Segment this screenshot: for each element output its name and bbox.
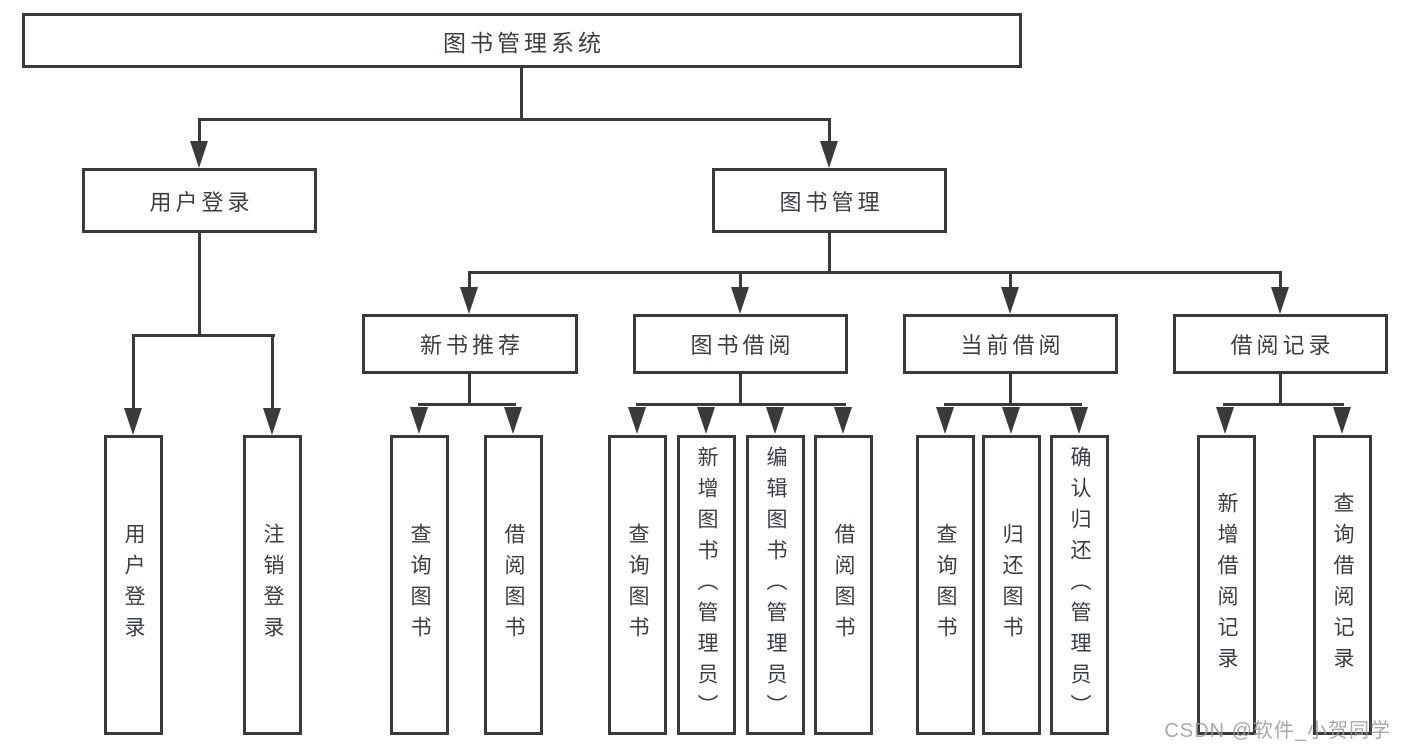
connector-line [1279, 374, 1282, 406]
node-query-books-recommend: 查询图书 [390, 435, 449, 735]
connector-line [198, 233, 201, 337]
node-add-book-admin: 新增图书（管理员） [677, 435, 736, 735]
arrow-down-icon [124, 408, 142, 435]
connector-line [271, 336, 274, 410]
connector-line [1009, 374, 1012, 406]
node-book-management: 图书管理 [712, 168, 947, 233]
connector-line [1223, 403, 1344, 406]
arrow-down-icon [1070, 407, 1088, 434]
node-edit-book-admin: 编辑图书（管理员） [746, 435, 805, 735]
arrow-down-icon [731, 287, 749, 314]
node-query-borrow-record: 查询借阅记录 [1313, 435, 1372, 735]
node-borrow-books-recommend: 借阅图书 [484, 435, 543, 735]
arrow-down-icon [460, 287, 478, 314]
connector-line [739, 374, 742, 406]
node-book-borrowing: 图书借阅 [633, 314, 848, 374]
connector-line [1009, 273, 1012, 290]
node-add-borrow-record: 新增借阅记录 [1197, 435, 1256, 735]
connector-line [828, 120, 831, 145]
connector-line [198, 120, 201, 145]
arrow-down-icon [1001, 287, 1019, 314]
arrow-down-icon [936, 407, 954, 434]
node-confirm-return-admin: 确认归还（管理员） [1050, 435, 1109, 735]
node-query-books-current: 查询图书 [916, 435, 975, 735]
node-new-book-recommendation: 新书推荐 [362, 314, 578, 374]
connector-line [132, 336, 135, 410]
connector-line [739, 273, 742, 290]
arrow-down-icon [766, 407, 784, 434]
arrow-down-icon [1216, 407, 1234, 434]
connector-line [1279, 273, 1282, 290]
node-user-login: 用户登录 [82, 168, 317, 233]
node-query-books-borrow: 查询图书 [608, 435, 667, 735]
arrow-down-icon [1333, 407, 1351, 434]
arrow-down-icon [628, 407, 646, 434]
arrow-down-icon [834, 407, 852, 434]
csdn-watermark: CSDN @软件_小贺同学 [1164, 720, 1391, 742]
node-library-management-system: 图书管理系统 [22, 13, 1022, 68]
connector-line [418, 403, 516, 406]
node-borrow-books: 借阅图书 [814, 435, 873, 735]
arrow-down-icon [697, 407, 715, 434]
node-return-book: 归还图书 [982, 435, 1041, 735]
node-current-borrowing: 当前借阅 [903, 314, 1118, 374]
node-user-login-leaf: 用户登录 [104, 435, 163, 735]
connector-line [828, 233, 831, 274]
connector-line [468, 271, 1282, 274]
connector-line [468, 374, 471, 406]
connector-line [944, 403, 1082, 406]
node-logout: 注销登录 [243, 435, 302, 735]
arrow-down-icon [504, 407, 522, 434]
connector-line [198, 118, 831, 121]
arrow-down-icon [820, 141, 838, 168]
arrow-down-icon [410, 407, 428, 434]
connector-line [520, 68, 523, 120]
arrow-down-icon [1271, 287, 1289, 314]
arrow-down-icon [1002, 407, 1020, 434]
connector-line [132, 334, 275, 337]
connector-line [636, 403, 846, 406]
connector-line [468, 273, 471, 290]
arrow-down-icon [263, 408, 281, 435]
node-borrowing-records: 借阅记录 [1173, 314, 1388, 374]
arrow-down-icon [190, 141, 208, 168]
